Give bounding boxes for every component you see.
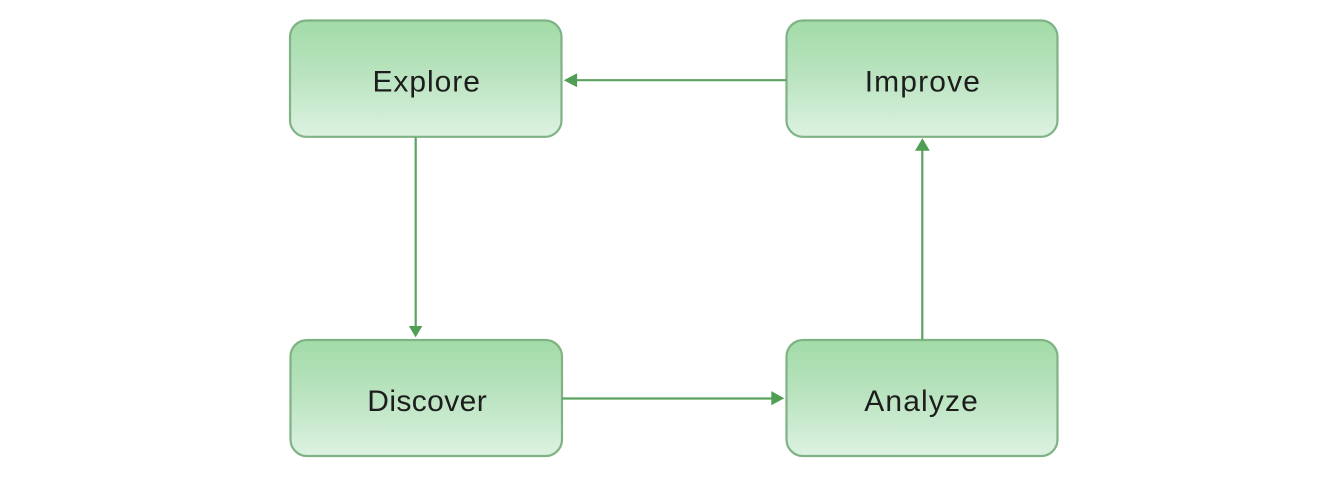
svg-text:Analyze: Analyze (864, 385, 978, 418)
svg-text:Explore: Explore (372, 65, 480, 98)
svg-text:Improve: Improve (865, 65, 980, 98)
svg-text:Discover: Discover (367, 385, 487, 418)
